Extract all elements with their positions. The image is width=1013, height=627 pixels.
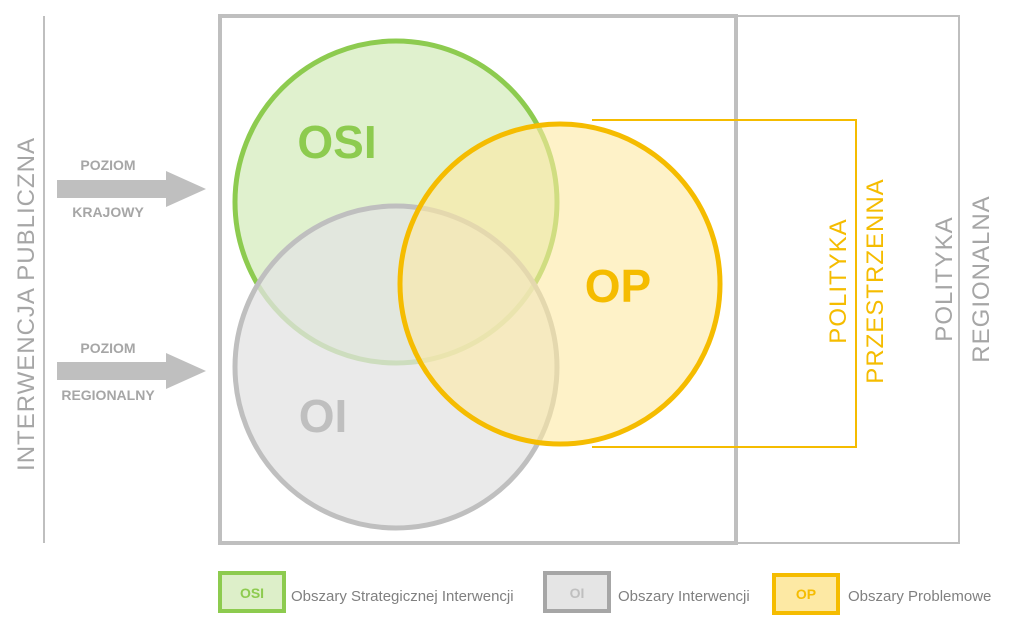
legend-text-op: Obszary Problemowe (848, 588, 991, 605)
regional-level-line2: REGIONALNY (61, 387, 155, 403)
op-circle (397, 121, 723, 447)
regional-level-line1: POZIOM (80, 340, 135, 356)
legend-swatch-op (772, 573, 840, 615)
op-label: OP (585, 260, 651, 312)
spatial-policy-line2: PRZESTRZENNA (862, 178, 889, 383)
legend-item-op: OP Obszary Problemowe (772, 573, 991, 615)
regional-policy-frame (736, 15, 960, 544)
national-level-line2: KRAJOWY (72, 204, 144, 220)
legend-item-oi: OI Obszary Interwencji (543, 571, 750, 613)
side-label: INTERWENCJA PUBLICZNA (13, 137, 40, 471)
national-level-line1: POZIOM (80, 157, 135, 173)
legend-swatch-oi (543, 571, 611, 613)
arrow-regional-shape (57, 353, 206, 389)
oi-label: OI (299, 390, 348, 442)
arrow-national-shape (57, 171, 206, 207)
legend-key-osi: OSI (240, 585, 264, 601)
regional-policy-line2: REGIONALNA (968, 195, 995, 362)
arrow-regional-level: POZIOM REGIONALNY (57, 340, 206, 403)
osi-label: OSI (297, 116, 376, 168)
spatial-policy-line1: POLITYKA (825, 218, 852, 343)
legend-swatch-osi (218, 571, 286, 613)
spatial-policy-bracket (592, 119, 857, 448)
arrow-national-level: POZIOM KRAJOWY (57, 157, 206, 220)
legend: OSI Obszary Strategicznej Interwencji OI… (218, 571, 991, 615)
legend-key-oi: OI (570, 585, 585, 601)
legend-key-op: OP (796, 586, 816, 602)
legend-item-osi: OSI Obszary Strategicznej Interwencji (218, 571, 514, 613)
legend-text-oi: Obszary Interwencji (618, 588, 750, 605)
regional-policy-line1: POLITYKA (931, 216, 958, 341)
legend-text-osi: Obszary Strategicznej Interwencji (291, 588, 514, 605)
main-frame (218, 14, 738, 545)
